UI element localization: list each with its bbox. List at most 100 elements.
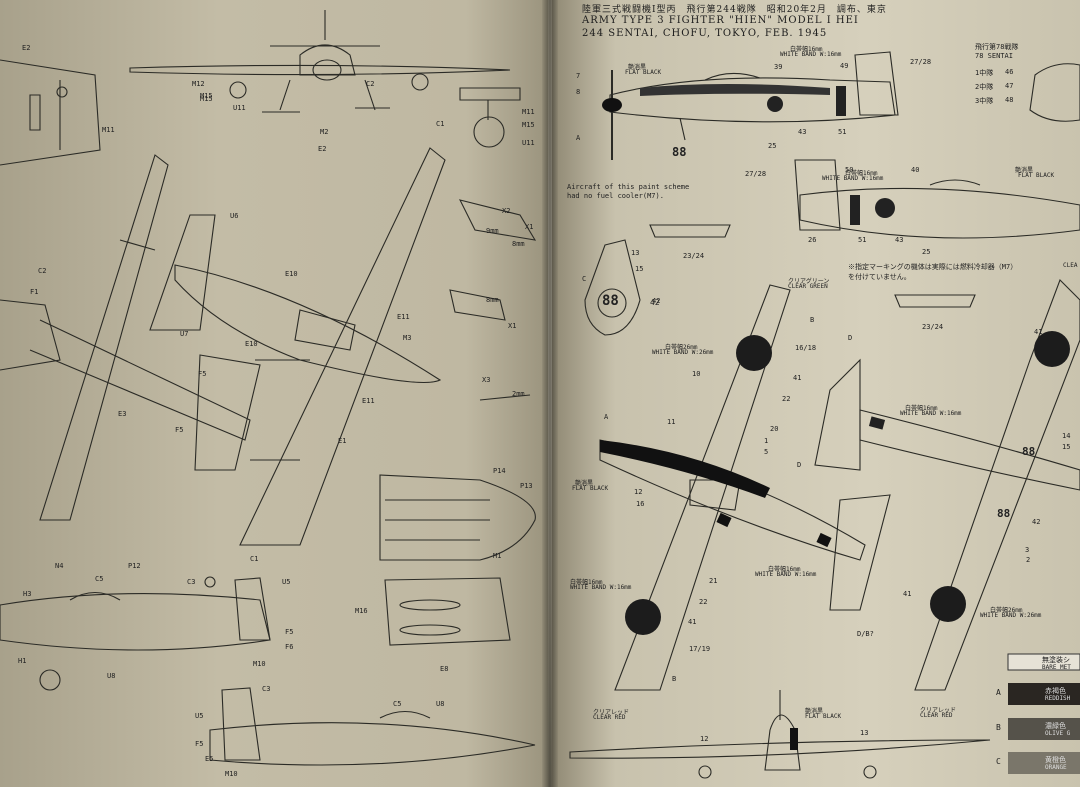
white-band-black-outline	[716, 512, 732, 528]
part-label: 16/18	[795, 344, 817, 352]
part-label: C2	[366, 80, 375, 88]
white-band-16-jp-e: 白帯幅16mm	[570, 579, 603, 586]
hinomaru-wing-upper	[736, 335, 772, 371]
part-label: 21	[709, 577, 718, 585]
flat-black-callout-jp-c: 艶消黒	[575, 480, 594, 487]
part-label: P13	[520, 482, 533, 490]
part-label: D	[848, 334, 853, 342]
part-label: F5	[198, 370, 207, 378]
part-label: F6	[285, 643, 294, 651]
part-label: D	[797, 461, 802, 469]
legend-a-code: A	[996, 688, 1001, 697]
part-label: 41	[688, 618, 697, 626]
flat-black-callout-en: FLAT BLACK	[625, 69, 662, 76]
tail-detail-drawing	[584, 239, 641, 336]
part-label: 42	[652, 297, 661, 305]
top-view-aircraft-center-drawing	[149, 147, 446, 546]
jp-note-1: ※指定マーキングの機体は実際には燃料冷却器（M7）	[848, 263, 1018, 271]
part-label: 41	[1034, 328, 1043, 336]
part-label: 49	[840, 62, 849, 70]
white-band-26-en-b: WHITE BAND W:26mm	[980, 612, 1042, 619]
part-label: M11	[102, 126, 115, 134]
part-label: B	[810, 316, 815, 324]
white-band-16-jp-b: 白帯幅16mm	[845, 170, 878, 177]
part-label: 51	[838, 128, 847, 136]
header-title-en-2: 244 SENTAI, CHOFU, TOKYO, FEB. 1945	[582, 28, 828, 39]
hinomaru-side-244	[767, 96, 783, 112]
spinner	[602, 98, 622, 112]
part-label: 5	[764, 448, 769, 456]
legend-bare-jp: 無塗装シ	[1042, 656, 1070, 664]
part-label: C1	[250, 555, 259, 563]
part-label: E10	[285, 270, 298, 278]
part-label: 15	[635, 265, 644, 273]
sentai78-row-unit: 1中隊	[975, 69, 994, 77]
legend-c-code: C	[996, 757, 1001, 766]
part-label: E2	[318, 145, 327, 153]
part-label: 27/28	[745, 170, 767, 178]
part-label: F5	[195, 740, 204, 748]
spinner-front	[790, 728, 798, 750]
legend-b-jp: 濃緑色	[1045, 722, 1066, 730]
part-label: C	[582, 275, 587, 283]
legend-a-en: REDDISH	[1045, 695, 1071, 702]
white-band-16-jp-d: 白帯幅16mm	[768, 566, 801, 573]
white-band-16-en-c: WHITE BAND W:16mm	[900, 410, 962, 417]
part-label: 27/28	[910, 58, 932, 66]
flat-black-callout-jp-d: 艶消黒	[805, 708, 824, 715]
part-label: M10	[253, 660, 266, 668]
dim-8mm-b: 8mm	[486, 296, 499, 304]
part-label: 20	[770, 425, 779, 433]
tail-code-88-detail: 88	[602, 293, 619, 309]
part-label: M2	[320, 128, 329, 136]
part-label: X2	[502, 207, 511, 215]
section-detail-drawing	[449, 199, 537, 401]
part-label: M16	[355, 607, 368, 615]
part-label: H3	[23, 590, 32, 598]
page-gutter	[542, 0, 558, 787]
anti-glare-panel	[640, 84, 830, 96]
part-label: U5	[195, 712, 204, 720]
hinomaru-side-78	[875, 198, 895, 218]
part-label: 13	[631, 249, 640, 257]
part-label: 10	[692, 370, 701, 378]
side-view-aircraft-lower-drawing	[0, 576, 271, 691]
legend-b-code: B	[996, 723, 1001, 732]
part-label: M11	[522, 108, 535, 116]
flat-black-callout-en-b: FLAT BLACK	[1018, 172, 1055, 179]
part-label: X3	[482, 376, 491, 384]
dim-2mm: 2mm	[512, 390, 525, 398]
front-view-aircraft-drawing	[129, 10, 511, 113]
dim-8mm: 8mm	[512, 240, 525, 248]
part-label: E1	[338, 437, 347, 445]
part-label: 22	[782, 395, 791, 403]
part-label: A	[576, 134, 581, 142]
part-label: P14	[493, 467, 506, 475]
part-label: H1	[18, 657, 27, 665]
part-label: 40	[911, 166, 920, 174]
hinomaru-wing-lower	[625, 599, 661, 635]
part-label: M15	[200, 95, 213, 103]
part-label: U8	[436, 700, 445, 708]
white-band-16-en: WHITE BAND W:16mm	[780, 51, 842, 58]
part-label: 8	[576, 88, 581, 96]
part-label: 26	[808, 236, 817, 244]
clear-green-short: CLEA	[1063, 262, 1078, 269]
white-band-16-en-b: WHITE BAND W:16mm	[822, 175, 884, 182]
part-label: F1	[30, 288, 39, 296]
part-label: C1	[436, 120, 445, 128]
side-view-aircraft-78-drawing	[794, 159, 1080, 239]
front-view-aircraft-bottom-drawing	[569, 690, 991, 779]
legend-swatch-b	[1008, 718, 1080, 740]
legend-b-en: OLIVE G	[1045, 730, 1071, 737]
part-label: 41	[903, 590, 912, 598]
part-label: 41	[793, 374, 802, 382]
legend-bare-en: BARE MET	[1042, 664, 1071, 671]
part-label: 7	[576, 72, 581, 80]
fuel-cooler-note-1: Aircraft of this paint scheme	[567, 183, 690, 191]
sentai78-title-jp: 飛行第78戦隊	[975, 43, 1019, 51]
part-label: M10	[225, 770, 238, 778]
sentai78-row-num: 48	[1005, 96, 1014, 104]
part-label: E3	[118, 410, 127, 418]
part-label: 12	[700, 735, 709, 743]
